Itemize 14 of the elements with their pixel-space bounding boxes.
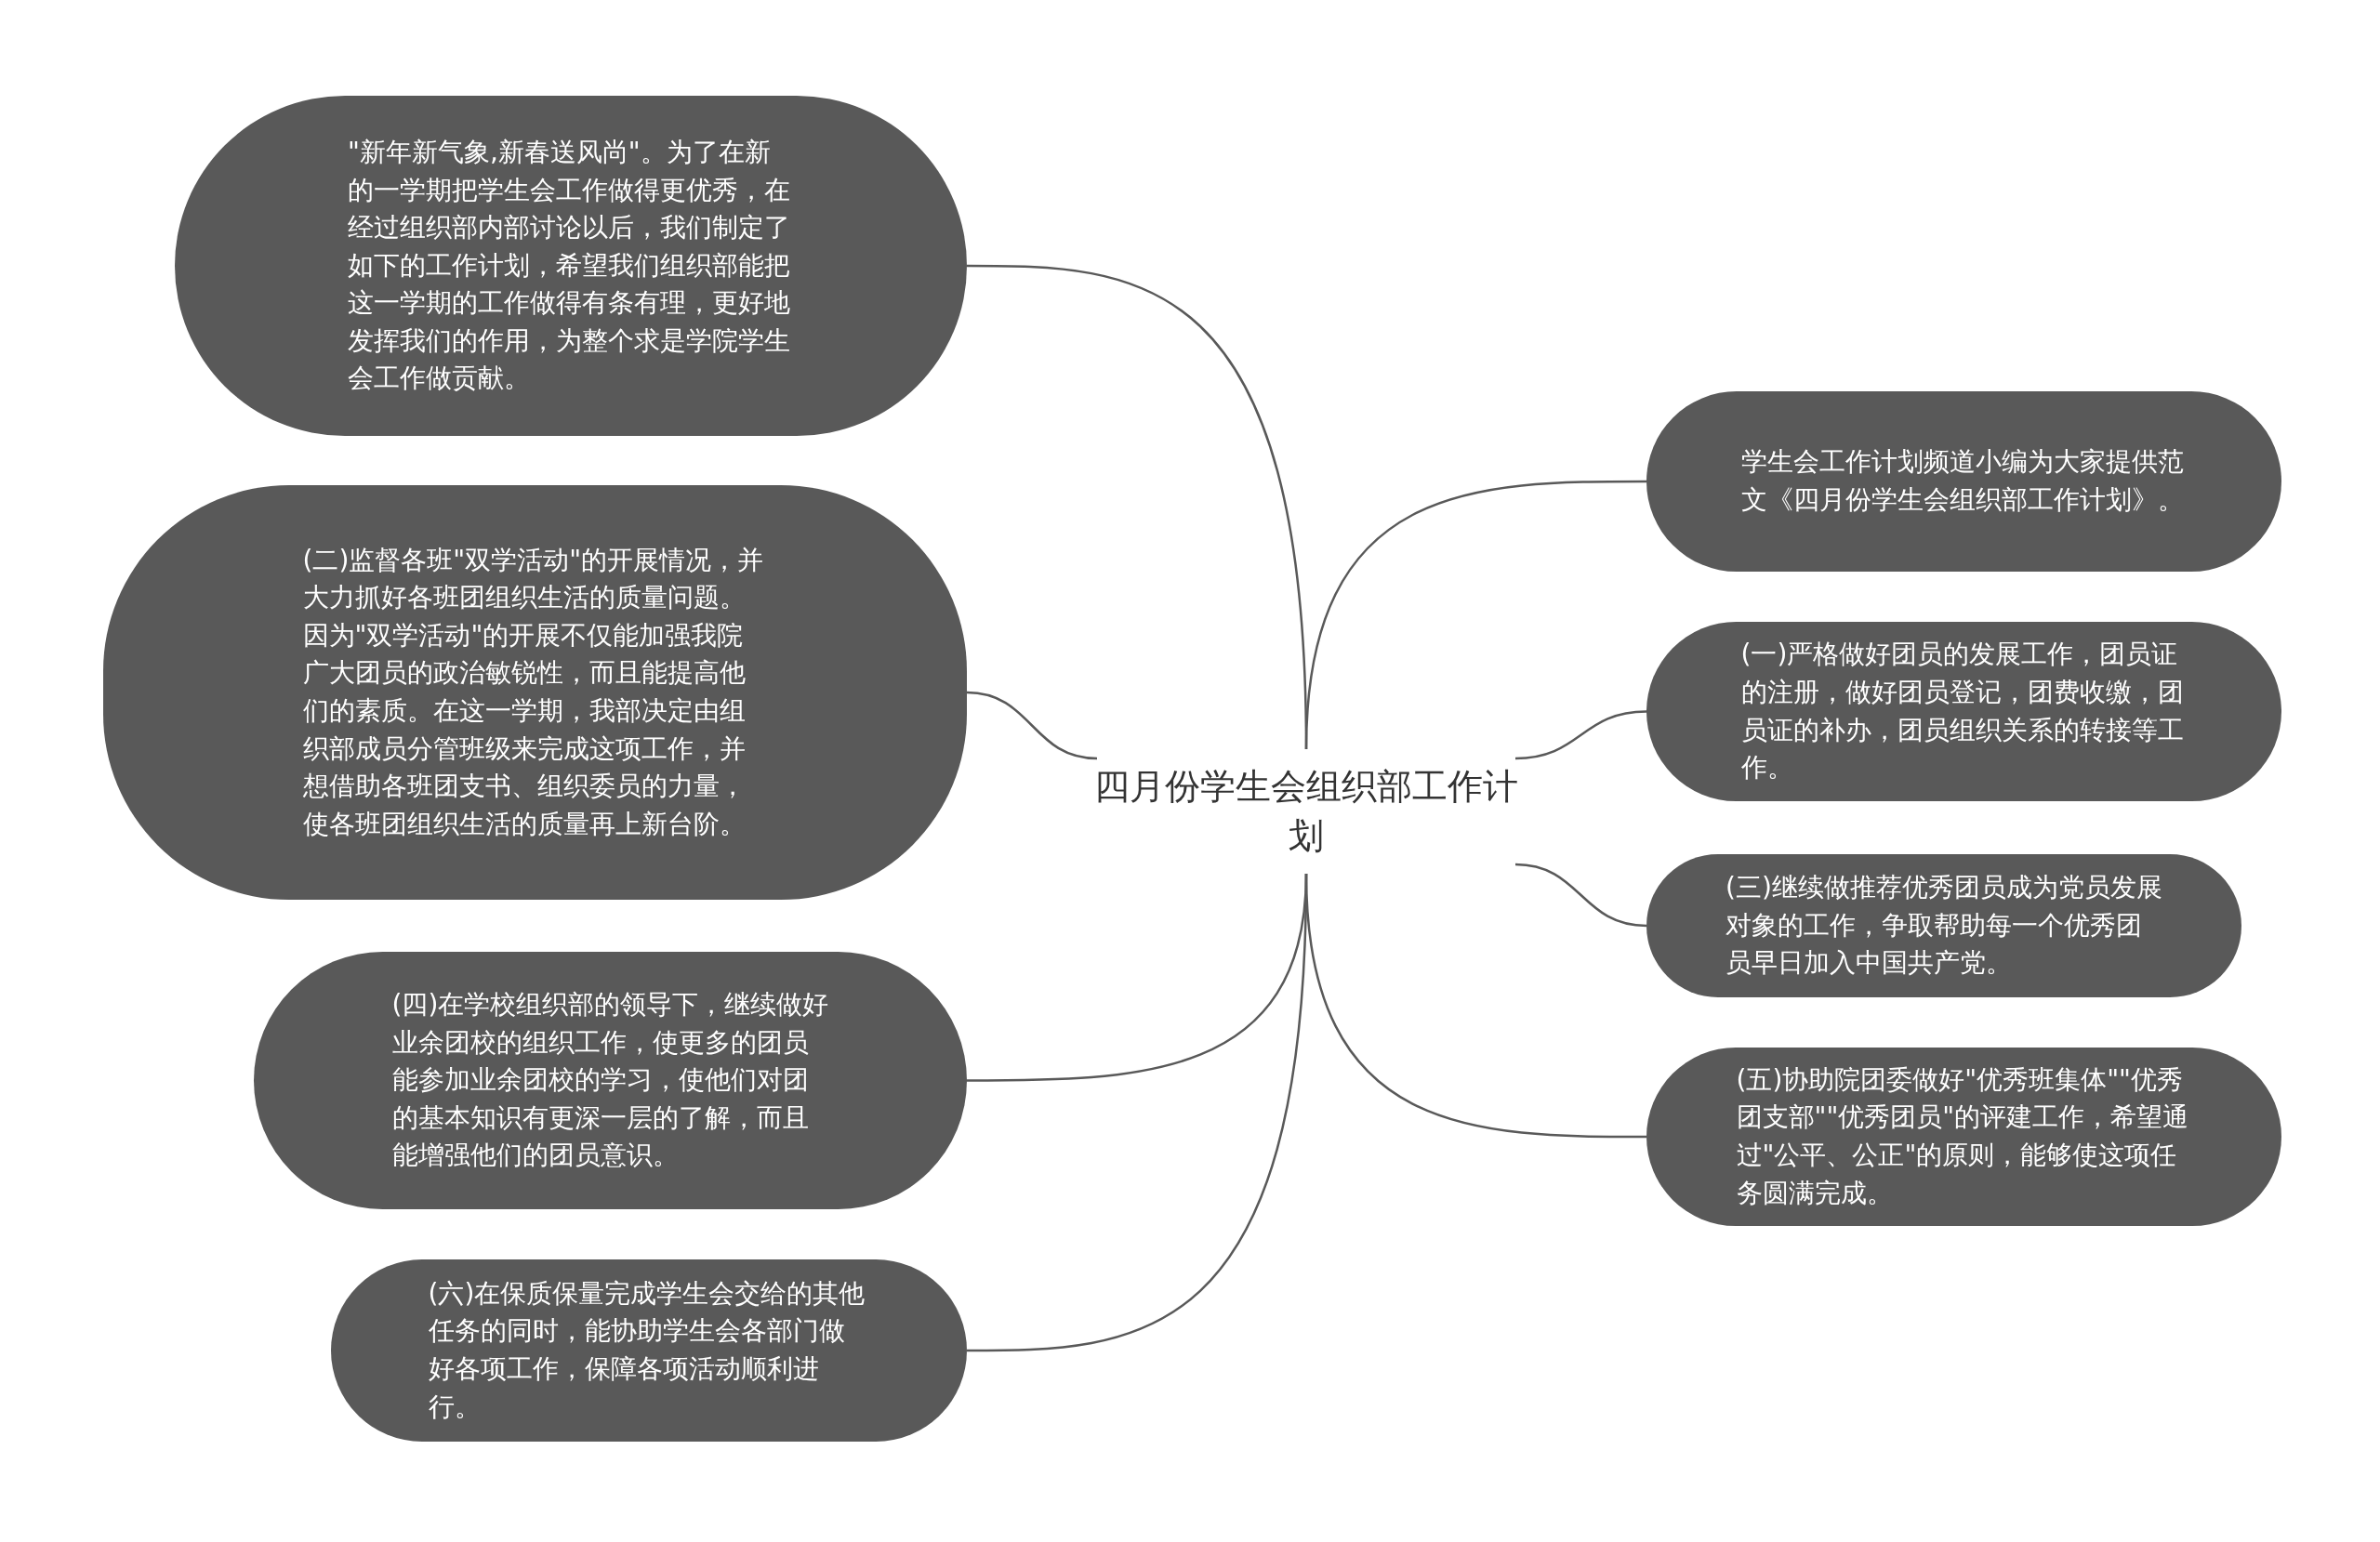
connector-line [1514, 863, 1647, 928]
topic-text: 学生会工作计划频道小编为大家提供范文《四月份学生会组织部工作计划》。 [1740, 445, 2185, 517]
topic-text: (五)协助院团委做好"优秀班集体""优秀团支部""优秀团员"的评建工作，希望通过"公平、公正"的原则，能够使这项任务圆满完成。 [1736, 1062, 2190, 1210]
topic-text: (二)监督各班"双学活动"的开展情况，并大力抓好各班团组织生活的质量问题。因为"双学活动"的开展不仅能加强我院广大团员的政治敏锐性，而且能提高他们的素质。在这一学期，我部决定由组织部成员分管班级来完成这项工作，并想借助各班团支书、组织委员的力量，使各班团组织生活的质量再上新台阶。 [302, 543, 765, 841]
connector-line [1304, 873, 1646, 1139]
topic-text: (四)在学校组织部的领导下，继续做好业余团校的组织工作，使更多的团员能参加业余团校的学习，使他们对团的基本知识有更深一层的了解，而且能增强他们的团员意识。 [391, 988, 829, 1173]
topic-text: (六)在保质保量完成学生会交给的其他任务的同时，能协助学生会各部门做好各项工作，保障各项活动顺利进行。 [428, 1276, 866, 1424]
connector-line [1514, 710, 1647, 760]
topic-text: (一)严格做好团员的发展工作，团员证的注册，做好团员登记，团费收缴，团员证的补办，团员组织关系的转接等工作。 [1740, 638, 2185, 785]
topic-title: 四月份学生会组织部工作计划 [1093, 764, 1519, 858]
connector-line [966, 691, 1098, 760]
topic-text: "新年新气象,新春送风尚"。为了在新的一学期把学生会工作做得更优秀，在经过组织部内部讨论以后，我们制定了如下的工作计划，希望我们组织部能把这一学期的工作做得有条有理，更好地发挥我们的作用，为整个求是学院学生会工作做贡献。 [348, 135, 791, 396]
connector-line [1304, 480, 1646, 750]
topic-text: (三)继续做推荐优秀团员成为党员发展对象的工作，争取帮助每一个优秀团员早日加入中国共产党。 [1726, 871, 2162, 981]
